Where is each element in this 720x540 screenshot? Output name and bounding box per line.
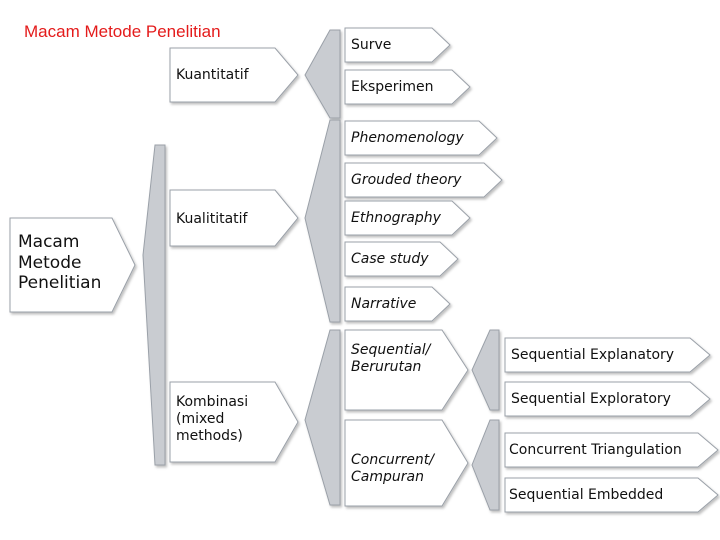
kuantitatif-label: Kuantitatif: [176, 67, 249, 83]
sequential-box: [344, 329, 469, 411]
seq-exploratory-label: Sequential Exploratory: [511, 391, 671, 407]
kombinasi-box: [169, 381, 299, 463]
root-box: [9, 217, 136, 313]
sequential-label: Sequential/ Berurutan: [351, 342, 431, 375]
narrative-label: Narrative: [351, 296, 417, 312]
kombinasi-shaft: [304, 329, 341, 506]
root-shaft: [142, 144, 166, 466]
seq-explanatory-label: Sequential Explanatory: [511, 347, 675, 363]
case-study-box: [344, 241, 459, 277]
grouded-theory-label: Grouded theory: [351, 172, 462, 188]
phenomenology-label: Phenomenology: [351, 130, 464, 146]
seq-embedded-box: [504, 477, 719, 513]
page-title: Macam Metode Penelitian: [24, 22, 221, 41]
root-label: Macam Metode Penelitian: [18, 232, 102, 294]
concurrent-box: [344, 419, 469, 507]
grouded-theory-box: [344, 162, 503, 198]
kombinasi-label: Kombinasi (mixed methods): [176, 394, 249, 444]
seq-exploratory-box: [504, 381, 711, 417]
eksperimen-box: [344, 69, 471, 105]
narrative-box: [344, 286, 451, 322]
kualitatif-label: Kualititatif: [176, 211, 248, 227]
kualitatif-shaft: [304, 119, 341, 323]
seq-explanatory-box: [504, 337, 711, 373]
ethnography-box: [344, 200, 471, 236]
concurrent-shaft: [471, 419, 500, 511]
phenomenology-box: [344, 120, 498, 156]
surve-label: Surve: [351, 37, 392, 53]
surve-box: [344, 27, 451, 63]
sequential-shaft: [471, 329, 500, 411]
conc-triangulation-box: [504, 432, 719, 468]
ethnography-label: Ethnography: [351, 210, 441, 226]
kuantitatif-box: [169, 47, 299, 103]
kualitatif-box: [169, 189, 299, 247]
case-study-label: Case study: [351, 251, 429, 267]
kuantitatif-shaft: [304, 29, 341, 119]
conc-triangulation-label: Concurrent Triangulation: [509, 442, 682, 458]
seq-embedded-label: Sequential Embedded: [509, 487, 664, 503]
concurrent-label: Concurrent/ Campuran: [351, 452, 434, 485]
eksperimen-label: Eksperimen: [351, 79, 434, 95]
